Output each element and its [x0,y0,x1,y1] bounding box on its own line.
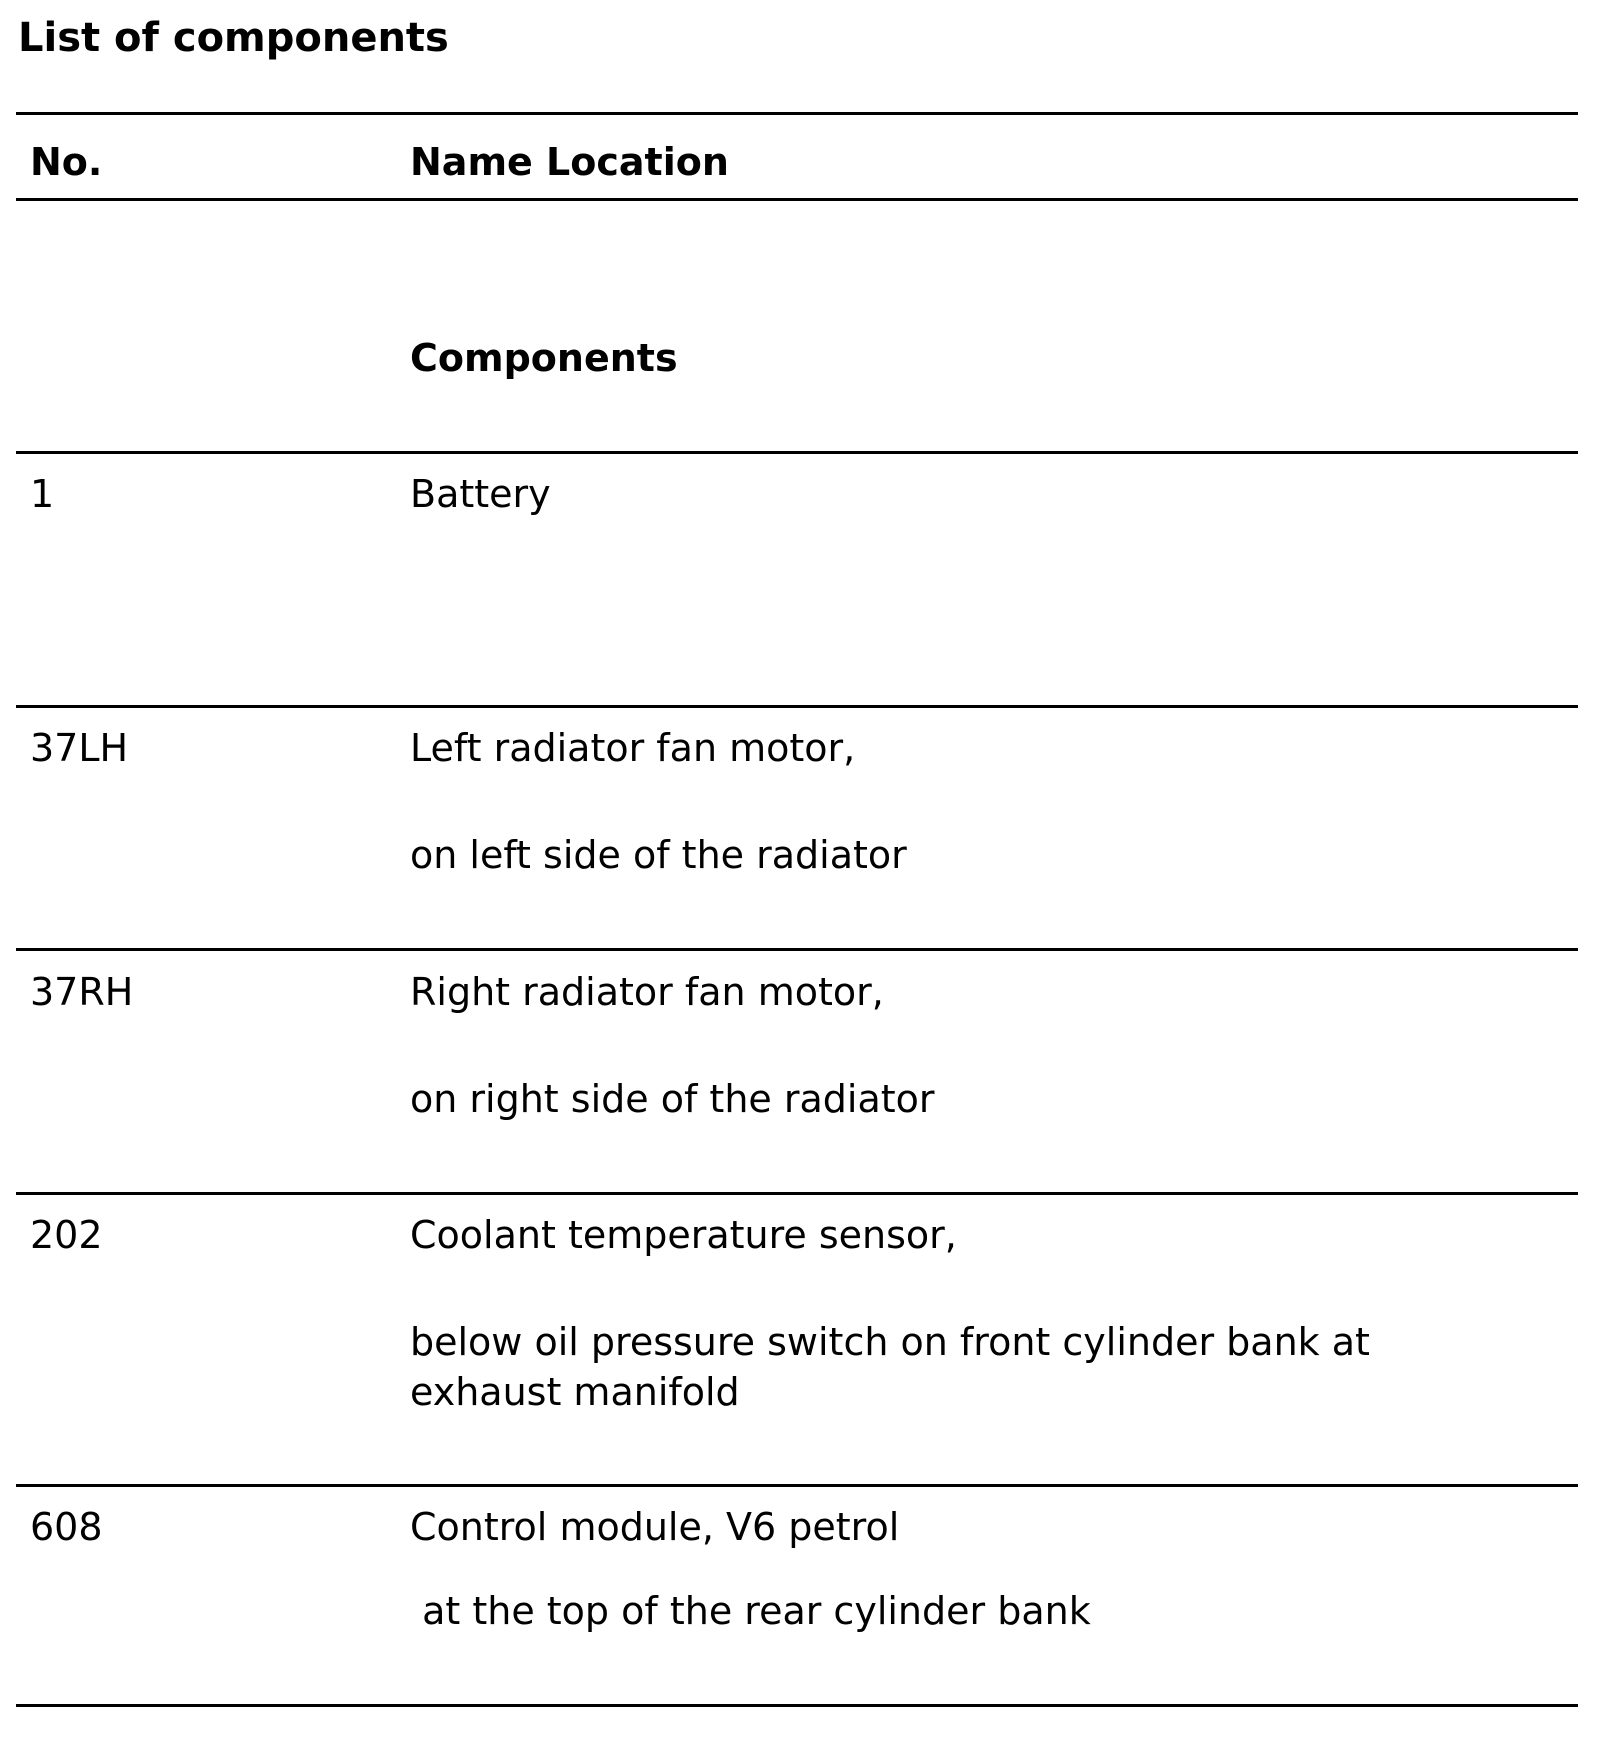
row-divider [16,451,1578,454]
section-heading: Components [410,336,678,380]
row-divider [16,1192,1578,1195]
row-divider [16,705,1578,708]
row-number: 37LH [30,726,129,770]
row-divider [16,1484,1578,1487]
table-top-rule [16,112,1578,115]
row-name: Coolant temperature sensor, [410,1213,957,1257]
page-title: List of components [18,15,449,61]
row-number: 608 [30,1505,103,1549]
row-name: Control module, V6 petrol [410,1505,900,1549]
row-number: 1 [30,472,55,516]
row-location: at the top of the rear cylinder bank [410,1589,1091,1633]
row-location: below oil pressure switch on front cylin… [410,1320,1370,1414]
column-header-name-location: Name Location [410,140,729,184]
row-location: on left side of the radiator [410,833,907,877]
table-bottom-rule [16,1704,1578,1707]
row-number: 37RH [30,970,134,1014]
row-name: Battery [410,472,551,516]
row-divider [16,948,1578,951]
row-number: 202 [30,1213,103,1257]
row-name: Left radiator fan motor, [410,726,856,770]
column-header-no: No. [30,140,103,184]
row-name: Right radiator fan motor, [410,970,884,1014]
row-location: on right side of the radiator [410,1077,935,1121]
header-bottom-rule [16,198,1578,201]
